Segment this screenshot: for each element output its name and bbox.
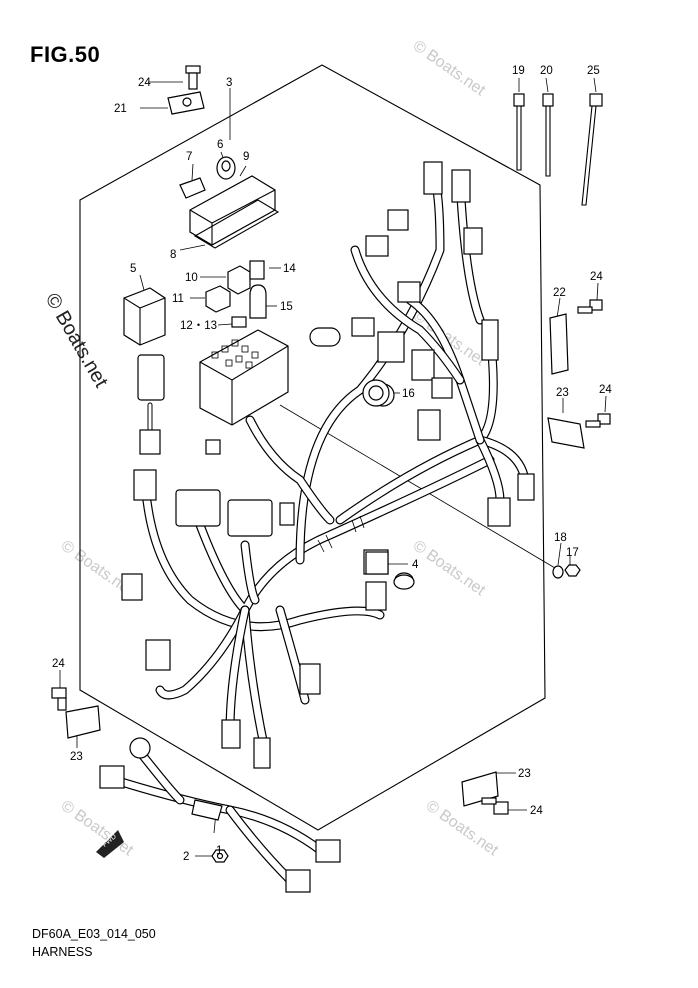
callout-12-13: 12・13 <box>180 320 217 332</box>
callout-4: 4 <box>412 559 419 571</box>
relay-11 <box>205 285 231 313</box>
callout-7: 7 <box>186 151 192 163</box>
sub-harness-1 <box>99 737 341 893</box>
relay-5 <box>123 287 166 346</box>
callout-5: 5 <box>130 263 136 275</box>
callout-24-right-upper: 24 <box>590 271 603 283</box>
assembly-outline <box>79 64 546 831</box>
callout-2: 2 <box>183 851 189 863</box>
fuse-14 <box>249 260 265 280</box>
cable-tie-20 <box>542 93 554 177</box>
relay-10 <box>227 265 251 295</box>
junction-box <box>199 329 289 426</box>
callout-24-right-lower: 24 <box>599 384 612 396</box>
washer-18 <box>552 565 564 579</box>
harness-clamp-bands <box>317 515 365 553</box>
callout-10: 10 <box>185 272 198 284</box>
callout-23-bottom: 23 <box>518 768 531 780</box>
watermark-text: © Boats.net <box>58 797 137 859</box>
callout-24-bottom: 24 <box>530 805 543 817</box>
diagram-code: DF60A_E03_014_050 <box>32 927 156 941</box>
sensor-16 <box>362 379 390 407</box>
clip-7 <box>179 177 206 199</box>
figure-title: FIG.50 <box>30 42 101 67</box>
nut-17 <box>564 564 581 577</box>
bolt-24-right-upper <box>577 299 603 314</box>
callout-23-left: 23 <box>70 751 83 763</box>
callout-21: 21 <box>114 103 127 115</box>
callout-24-left: 24 <box>52 658 65 670</box>
callout-25: 25 <box>587 65 600 77</box>
callout-16: 16 <box>402 388 415 400</box>
callout-8: 8 <box>170 249 176 261</box>
callout-6: 6 <box>217 139 223 151</box>
callout-9: 9 <box>243 151 249 163</box>
callout-14: 14 <box>283 263 296 275</box>
watermark-text: © Boats.net <box>423 797 502 859</box>
callout-labels: 1 2 3 4 5 6 7 8 9 10 11 12・13 14 15 16 1… <box>52 65 612 863</box>
callout-3: 3 <box>226 77 232 89</box>
seal-8 <box>193 199 280 249</box>
grommet-6 <box>216 156 236 180</box>
cable-tie-19 <box>513 93 525 171</box>
bolt-24-left <box>51 687 67 711</box>
relay-lead <box>137 354 165 455</box>
callout-1: 1 <box>216 845 222 857</box>
bolt-24-bottom <box>481 797 509 815</box>
callout-17: 17 <box>566 547 579 559</box>
callout-20: 20 <box>540 65 553 77</box>
callout-11: 11 <box>172 293 184 305</box>
callout-19: 19 <box>512 65 525 77</box>
watermark-text: © Boats.net <box>41 290 113 392</box>
harness-wires <box>140 175 530 755</box>
callout-18: 18 <box>554 532 567 544</box>
bracket-23-left <box>65 705 101 739</box>
diagram-caption: HARNESS <box>32 945 93 959</box>
bolt-24-top <box>185 65 201 90</box>
bracket-23-right <box>547 417 585 449</box>
fuse-holder-15 <box>249 284 267 319</box>
nut-2 <box>211 849 229 863</box>
callout-24-top: 24 <box>138 77 151 89</box>
bracket-21 <box>167 91 205 115</box>
callout-23-right: 23 <box>556 387 569 399</box>
callout-15: 15 <box>280 301 293 313</box>
cap-4 <box>365 551 415 590</box>
watermark-text: © Boats.net <box>410 37 489 99</box>
bolt-24-right-lower <box>585 413 611 428</box>
cable-tie-25 <box>581 93 603 206</box>
callout-22: 22 <box>553 287 566 299</box>
bracket-22 <box>549 313 569 375</box>
fuse-12-13 <box>231 316 247 328</box>
watermark-text: © Boats.net <box>410 537 489 599</box>
